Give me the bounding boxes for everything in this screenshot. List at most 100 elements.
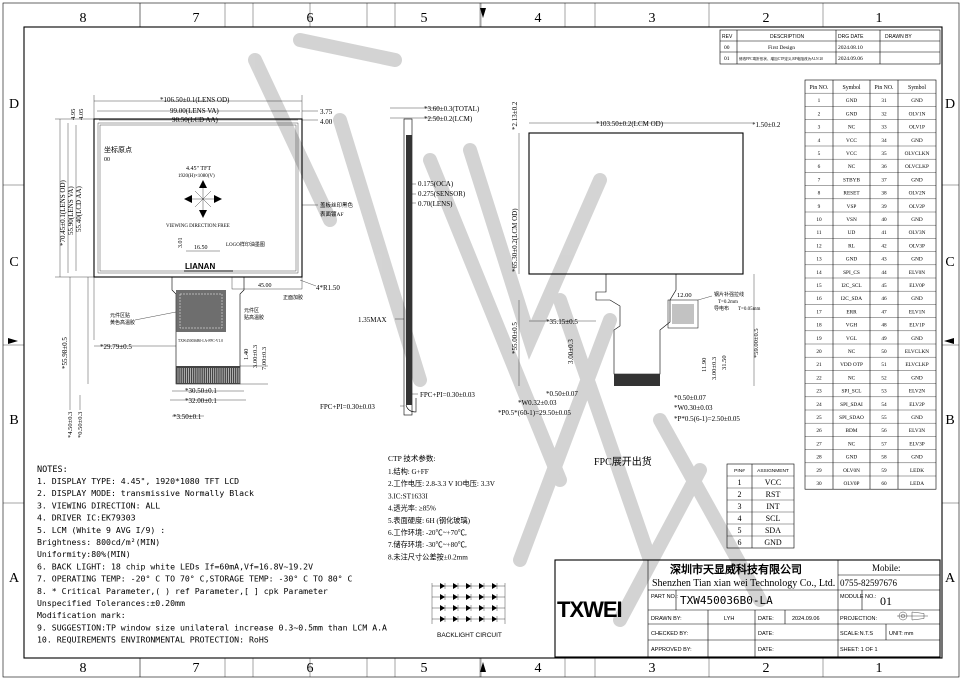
pin-cell: 46 <box>881 296 887 302</box>
inner-frame <box>23 26 943 659</box>
pin-cell: VGH <box>846 323 858 329</box>
zone-note: 元件区 <box>244 307 259 314</box>
pin-cell: OLV3P <box>909 243 925 249</box>
dim-h-lens-va: 55.90(LENS VA) <box>67 186 75 235</box>
part-no: TXW450036B0-LA <box>680 594 773 607</box>
note-line: 2. DISPLAY MODE: transmissive Normally B… <box>37 488 254 498</box>
pin-cell: NC <box>848 375 856 381</box>
mobile-number: 0755-82597676 <box>840 578 897 588</box>
note-line: 6. BACK LIGHT: 18 chip white LEDs If=60m… <box>37 561 313 571</box>
dim-301: 3.01 <box>178 238 184 249</box>
fpc-unfold: FPC展开出货 <box>594 455 652 468</box>
tape-note: 正面加胶 <box>283 294 303 301</box>
ctp-cell: VCC <box>765 478 781 487</box>
dim-350: *3.50±0.1 <box>173 413 202 421</box>
pin-cell: 34 <box>881 138 887 144</box>
side-oca: 0.175(OCA) <box>418 180 454 188</box>
rear-d1200: 12.00 <box>677 292 692 299</box>
sheet: SHEET: 1 OF 1 <box>840 647 878 653</box>
side-lcm <box>406 135 412 405</box>
pin-cell: 20 <box>816 349 822 355</box>
pin-cell: 37 <box>881 177 887 183</box>
pin-cell: 38 <box>881 191 887 197</box>
dim-4500: 45.00 <box>258 283 272 289</box>
dim-3200: *32.00±0.1 <box>185 397 217 405</box>
rear-p050: *P0.5*(60-1)=29.50±0.05 <box>498 409 571 417</box>
ctp-line: 2.工作电压: 2.8-3.3 V IO电压: 3.3V <box>388 479 496 488</box>
grid-row-A-right: A <box>945 571 956 586</box>
pin-cell: NC <box>848 125 856 131</box>
logo-note: LOGO样印油墨图 <box>226 241 265 248</box>
pin-cell: GND <box>911 296 923 302</box>
pin-cell: 58 <box>881 455 887 461</box>
lens-outline <box>93 118 303 278</box>
pin-cell: GND <box>911 415 923 421</box>
ctp-cell: 6 <box>738 538 742 547</box>
pin-cell: 41 <box>881 230 887 236</box>
pin-cell: NC <box>848 441 856 447</box>
lens-va <box>97 122 299 274</box>
silk-note-2: 表面镀AF <box>320 210 344 218</box>
note-line: 4. DRIVER IC:EK79303 <box>37 513 136 523</box>
pin-cell: OLV2N <box>909 191 926 197</box>
ctp-line: 7.储存环境: -30℃~+80℃, <box>388 540 467 549</box>
dim-lcd-aa: 98.50(LCD AA) <box>172 116 219 124</box>
pin-cell: GND <box>911 455 923 461</box>
side-lens-dim: 0.70(LENS) <box>418 200 453 208</box>
pin-cell: 1 <box>818 98 821 104</box>
pin-cell: OLVCLKN <box>905 151 930 157</box>
rear-d150: *1.50±0.2 <box>752 121 781 129</box>
pin-cell: GND <box>846 98 858 104</box>
pin-cell: 25 <box>816 415 822 421</box>
rear-view: *103.50±0.2(LCM OD) *1.50±0.2 *2.13±0.2 … <box>498 101 781 468</box>
rear-note-4: T=0.05mm <box>738 307 761 312</box>
display-desc: 4.45" TFT <box>186 166 211 172</box>
scale: SCALE:N.T.S <box>840 631 873 637</box>
pin-cell: OLV1P <box>909 125 925 131</box>
pin-header-1: Symbol <box>842 85 860 91</box>
pin-cell: 31 <box>881 98 887 104</box>
pin-cell: OLV1N <box>909 111 926 117</box>
pin-cell: GND <box>911 375 923 381</box>
ctp-header-1: ASSIGNMENT <box>757 468 789 474</box>
pin-cell: 2 <box>818 111 821 117</box>
grid-row-B-left: B <box>9 413 18 428</box>
grid-col-8-bottom: 8 <box>80 661 87 676</box>
note-line: 8. * Critical Parameter,( ) ref Paramete… <box>37 586 328 596</box>
projection-label: PROJECTION: <box>840 616 877 622</box>
pin-cell: OLVCLKP <box>905 164 929 170</box>
fpc-text: TXW450036B0-LA-FPC-V1.0 <box>178 339 223 343</box>
dim-405: 4.05 <box>78 109 85 120</box>
rev-row-2-rev: 01 <box>724 56 730 62</box>
note-line: 9. SUGGESTION:TP window size unilateral … <box>37 622 387 632</box>
rear-h-lcm-od: *65.30±0.2(LCM OD) <box>511 208 519 272</box>
drawn-by: LYH <box>724 616 734 622</box>
ctp-line: 8.未注尺寸公差按±0.2mm <box>388 552 468 561</box>
title-block: 深圳市天显威科技有限公司 Shenzhen Tian xian wei Tech… <box>554 559 941 658</box>
ctp-header-0: PIN# <box>734 468 745 474</box>
pin-cell: 44 <box>881 270 887 276</box>
dim-lens-od: *106.50±0.1(LENS OD) <box>160 96 230 104</box>
pin-cell: LEDA <box>910 481 924 487</box>
rear-d300b: 3.00±0.3 <box>711 357 718 380</box>
ctp-cell: 5 <box>738 526 742 535</box>
resolution: 1920(H)×1080(V) <box>178 174 215 179</box>
ctp-cell: GND <box>764 538 782 547</box>
grid-col-5-bottom: 5 <box>421 661 428 676</box>
drawn-label: DRAWN BY: <box>651 616 682 622</box>
grid-row-D-left: D <box>9 97 19 112</box>
projection-icon <box>897 611 928 621</box>
pin-cell: 11 <box>816 230 821 236</box>
notes-title: NOTES: <box>37 465 68 475</box>
rev-desc-header: DESCRIPTION <box>770 34 805 40</box>
center-mark-bottom <box>480 662 486 672</box>
unit: UNIT: mm <box>889 631 914 637</box>
pin-cell: ELV2P <box>909 402 924 408</box>
brand-print: LIANAN <box>185 262 215 271</box>
ctp-line: 1.结构: G+FF <box>388 467 429 476</box>
pin-cell: 40 <box>881 217 887 223</box>
